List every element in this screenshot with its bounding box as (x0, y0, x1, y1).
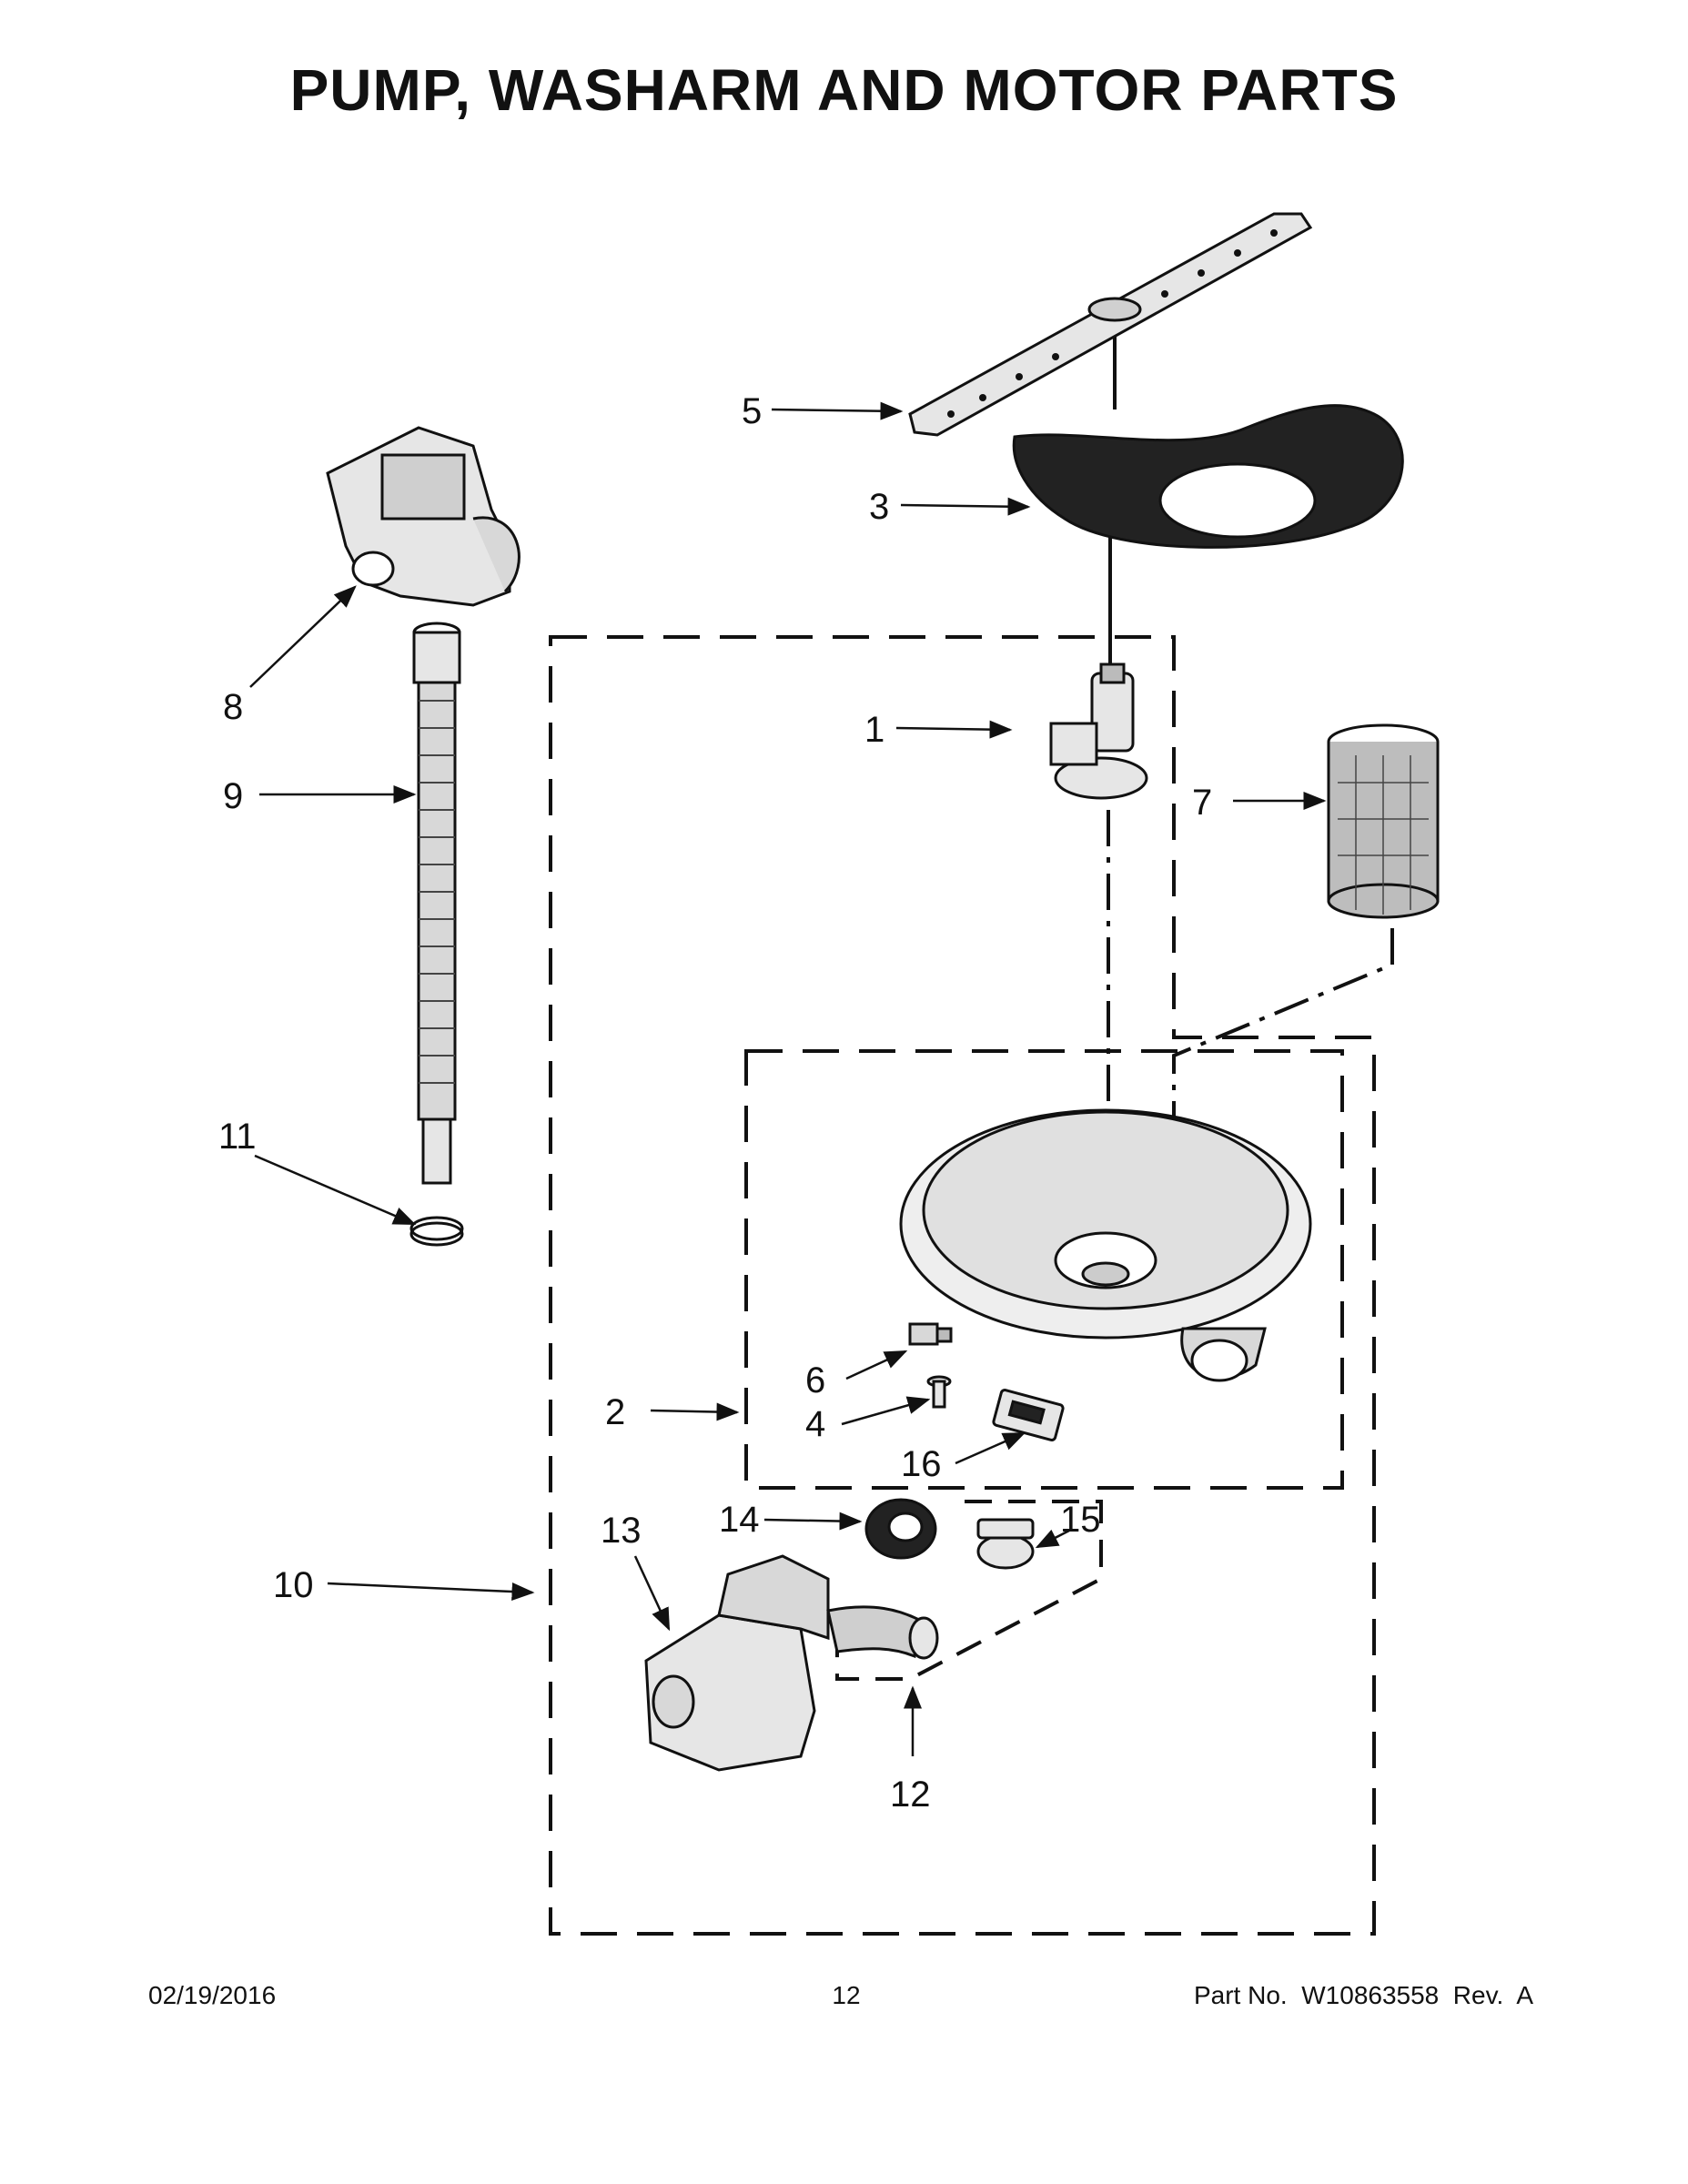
assembly-box-12 (835, 1500, 1103, 1681)
callout-1: 1 (864, 710, 884, 750)
hose-clamp-part (409, 1216, 464, 1247)
footer-part-number: Part No. W10863558 Rev. A (1193, 1981, 1533, 2009)
bracket-part (908, 1322, 953, 1346)
callout-labels: 5 3 1 7 8 9 11 6 4 2 16 14 15 13 10 12 (218, 391, 1212, 1815)
leader-15 (1035, 1529, 1070, 1549)
leader-8 (249, 585, 357, 688)
wash-arm-part (908, 212, 1313, 437)
leader-11 (254, 1154, 417, 1226)
callout-6: 6 (805, 1360, 825, 1400)
sump-part (899, 1108, 1312, 1382)
callout-8: 8 (223, 687, 243, 727)
leader-6 (845, 1350, 908, 1380)
callout-4: 4 (805, 1404, 825, 1444)
footer-date: 02/19/2016 (148, 1981, 277, 2009)
callout-10: 10 (273, 1565, 314, 1605)
callout-2: 2 (605, 1392, 625, 1432)
leader-3 (900, 497, 1031, 516)
leader-10 (327, 1582, 535, 1601)
motor-part (644, 1554, 939, 1772)
connector-part (992, 1389, 1065, 1441)
clamp-part (976, 1518, 1035, 1570)
callout-16: 16 (901, 1444, 942, 1484)
leader-1 (895, 720, 1013, 739)
callout-11: 11 (218, 1117, 257, 1157)
leader-13 (633, 1555, 671, 1632)
callout-7: 7 (1192, 783, 1212, 823)
callout-leaders (249, 401, 1327, 1756)
leader-2 (650, 1402, 740, 1421)
seal-part (864, 1498, 937, 1560)
leader-16 (955, 1431, 1026, 1465)
leader-4 (841, 1396, 931, 1426)
assembly-box-2 (744, 1049, 1344, 1490)
callout-13: 13 (601, 1511, 642, 1551)
baffle-part (1012, 404, 1404, 549)
screw-part (926, 1375, 952, 1409)
callout-15: 15 (1060, 1500, 1101, 1540)
callout-5: 5 (742, 391, 762, 431)
axis-line-filter (1172, 928, 1394, 1228)
assembly-box-10 (549, 635, 1376, 1936)
page-title: PUMP, WASHARM AND MOTOR PARTS (289, 57, 1399, 123)
pump-part (1049, 662, 1148, 800)
leader-5 (771, 401, 904, 420)
callout-3: 3 (869, 487, 889, 527)
footer-page-number: 12 (832, 1981, 861, 2009)
callout-9: 9 (223, 776, 243, 816)
drain-pump-part (326, 426, 521, 607)
drain-hose-part (412, 622, 461, 1185)
callout-14: 14 (719, 1500, 760, 1540)
filter-part (1327, 723, 1440, 919)
leader-14 (763, 1512, 863, 1531)
callout-12: 12 (890, 1774, 931, 1815)
